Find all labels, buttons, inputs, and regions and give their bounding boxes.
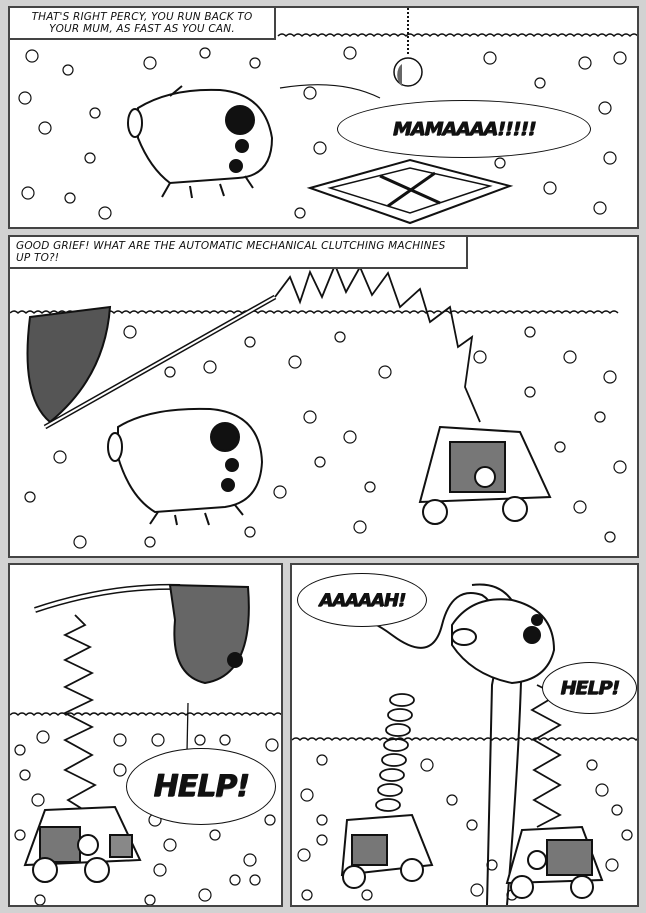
caption-line-1: THAT'S RIGHT PERCY, YOU RUN BACK TO — [31, 11, 253, 23]
speech-bubble-help: HELP! — [542, 662, 637, 714]
hedge-icon — [10, 310, 619, 315]
caption-line-2: YOUR MUM, AS FAST AS YOU CAN. — [49, 23, 235, 35]
coil-spring-icon — [375, 693, 415, 812]
clutching-machine-icon — [418, 425, 552, 525]
flower-icons — [14, 730, 279, 905]
flower-icons — [24, 325, 627, 549]
speech-bubble-help: HELP! — [126, 748, 276, 825]
flower-icons — [297, 754, 633, 901]
scene-net-attack-illustration — [10, 262, 627, 549]
pig-percy-icon — [127, 85, 274, 199]
speech-bubble-aaaaah: AAAAAH! — [297, 573, 427, 627]
bubble-text: HELP! — [153, 769, 249, 804]
hedge-icon — [10, 712, 281, 717]
speech-bubble-mamaaaa: MAMAAAA!!!!! — [337, 100, 591, 158]
caption-box: THAT'S RIGHT PERCY, YOU RUN BACK TO YOUR… — [10, 8, 276, 40]
pig-percy-icon — [107, 407, 264, 526]
bubble-text: AAAAAH! — [319, 589, 406, 611]
clutching-machine-icon — [23, 805, 142, 883]
panel-3: HELP! — [8, 563, 283, 907]
hedge-icon — [292, 737, 637, 742]
scene-pig-captured-illustration — [10, 583, 281, 905]
bubble-text: MAMAAAA!!!!! — [392, 118, 537, 140]
clutching-machine-left-icon — [340, 813, 434, 889]
panel-2: GOOD GRIEF! WHAT ARE THE AUTOMATIC MECHA… — [8, 235, 639, 558]
bubble-text: HELP! — [560, 677, 620, 699]
spring-arm-icon — [274, 262, 481, 423]
butterfly-net-icon — [26, 305, 112, 424]
flower-icons — [18, 46, 627, 220]
panel-4: AAAAAH! HELP! — [290, 563, 639, 907]
scene-tangled-pig-illustration — [292, 583, 637, 905]
caption-box: GOOD GRIEF! WHAT ARE THE AUTOMATIC MECHA… — [10, 237, 468, 269]
clutching-machine-right-icon — [505, 825, 604, 899]
spring-arm-icon — [62, 614, 97, 816]
panel-1: THAT'S RIGHT PERCY, YOU RUN BACK TO YOUR… — [8, 6, 639, 229]
pig-tangled-icon — [451, 598, 556, 685]
spring-arm-icon — [530, 684, 562, 828]
scene-meadow-illustration — [18, 8, 637, 225]
butterfly-net-with-pig-icon — [168, 583, 250, 685]
hedge-icon — [277, 33, 637, 38]
